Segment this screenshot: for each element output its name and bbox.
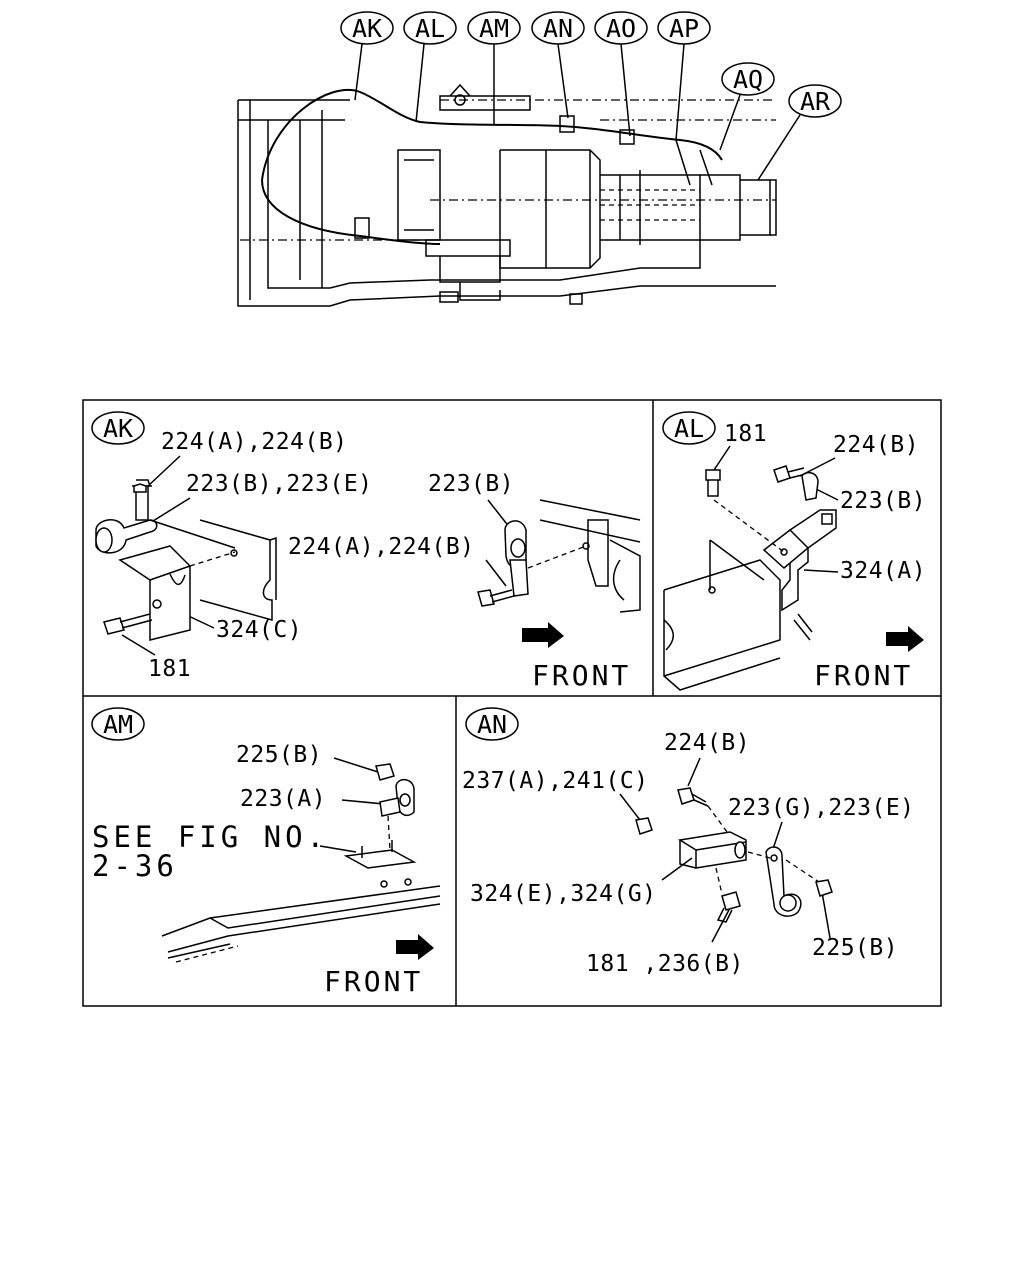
- panel-an: AN 224(B) 237(A),241(C) 223(G),223(E) 32…: [462, 707, 915, 977]
- an-label-324e-324g: 324(E),324(G): [470, 881, 657, 907]
- al-label-224b: 224(B): [833, 432, 919, 458]
- an-label-181-236b: 181 ,236(B): [586, 951, 744, 977]
- al-label-324a: 324(A): [840, 558, 926, 584]
- callout-am[interactable]: AM: [467, 11, 521, 45]
- callout-ao-label: AO: [606, 14, 636, 43]
- ak-label-223be: 223(B),223(E): [186, 471, 373, 497]
- am-label-223a: 223(A): [240, 786, 326, 812]
- panel-al: AL 181 224(B) 223(B) 324(A) FRONT: [662, 411, 926, 692]
- callout-aq[interactable]: AQ: [721, 62, 775, 96]
- callout-al[interactable]: AL: [403, 11, 457, 45]
- ak-label-324c: 324(C): [216, 617, 302, 643]
- al-label-181: 181: [724, 421, 767, 447]
- callout-ak[interactable]: AK: [340, 11, 394, 45]
- callout-al-label: AL: [415, 14, 445, 43]
- ak-label-224ab-right: 224(A),224(B): [288, 534, 475, 560]
- callout-an[interactable]: AN: [531, 11, 585, 45]
- see-fig-line2: 2-36: [92, 849, 178, 883]
- panel-am: AM 225(B) 223(A) SEE FIG NO. 2-36 FRONT: [91, 707, 441, 998]
- ak-label-181: 181: [148, 656, 191, 682]
- callout-am-label: AM: [479, 14, 509, 43]
- an-label-224b: 224(B): [664, 730, 750, 756]
- ak-front-label: FRONT: [532, 659, 631, 692]
- callout-ak-label: AK: [352, 14, 382, 43]
- ak-label-223b: 223(B): [428, 471, 514, 497]
- panel-an-tag: AN: [477, 710, 507, 739]
- see-fig-line1: SEE FIG NO.: [92, 820, 328, 854]
- callout-ao[interactable]: AO: [594, 11, 648, 45]
- callout-ap-label: AP: [669, 14, 699, 43]
- callout-an-label: AN: [543, 14, 573, 43]
- front-arrow-icon: [522, 622, 564, 648]
- chassis-overview: AK AL AM AN AO AP AQ AR: [237, 11, 842, 307]
- panel-am-tag: AM: [103, 710, 133, 739]
- panel-ak-tag: AK: [103, 414, 133, 443]
- panel-ak: AK 224(A),224(B) 223(B),223(E) 224(A),22…: [91, 411, 641, 692]
- am-front-label: FRONT: [324, 965, 423, 998]
- panel-al-tag: AL: [674, 414, 704, 443]
- an-label-237a-241c: 237(A),241(C): [462, 768, 649, 794]
- callout-ap[interactable]: AP: [657, 11, 711, 45]
- an-label-225b: 225(B): [812, 935, 898, 961]
- callout-aq-label: AQ: [733, 65, 763, 94]
- ak-label-224ab-top: 224(A),224(B): [161, 429, 348, 455]
- front-arrow-icon: [396, 934, 434, 960]
- callout-ar[interactable]: AR: [788, 84, 842, 118]
- an-label-223g-223e: 223(G),223(E): [728, 795, 915, 821]
- detail-panels-frame: [82, 399, 942, 1007]
- am-label-225b: 225(B): [236, 742, 322, 768]
- callout-ar-label: AR: [800, 87, 831, 116]
- front-arrow-icon: [886, 626, 924, 652]
- al-label-223b: 223(B): [840, 488, 926, 514]
- al-front-label: FRONT: [814, 659, 913, 692]
